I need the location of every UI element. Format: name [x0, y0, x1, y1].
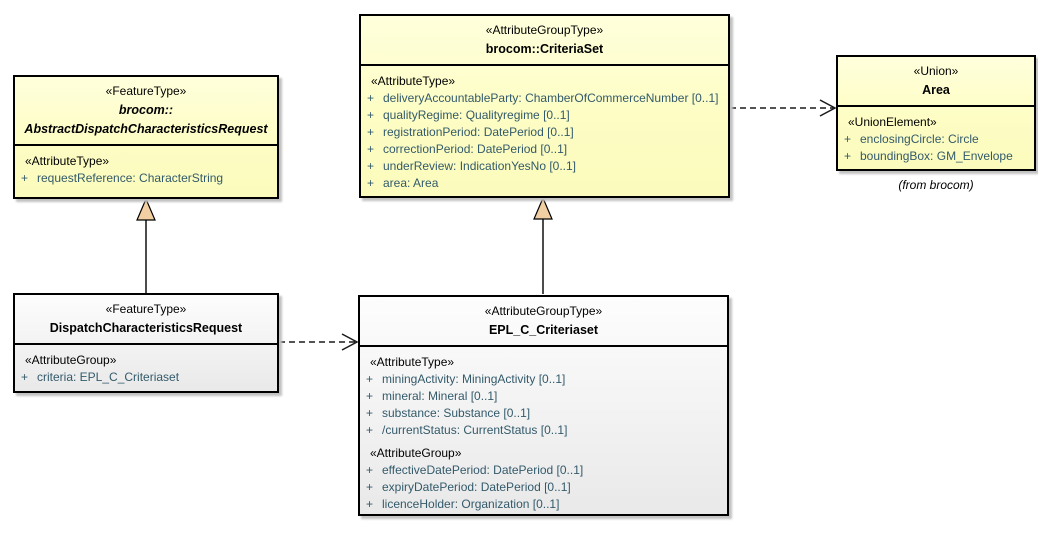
generalization-epl-to-criteriaset[interactable]: [529, 196, 557, 295]
class-stereotype: «FeatureType»: [105, 302, 187, 316]
attribute-row: + effectiveDatePeriod: DatePeriod [0..1]: [360, 462, 727, 479]
class-name: Area: [922, 83, 950, 97]
class-package-prefix: brocom::: [118, 103, 174, 117]
attribute-text: /currentStatus: CurrentStatus [0..1]: [382, 423, 568, 437]
attribute-text: mineral: Mineral [0..1]: [382, 389, 498, 403]
attribute-row: + requestReference: CharacterString: [15, 170, 277, 187]
compartment-stereotype: «AttributeGroup»: [370, 446, 462, 460]
class-name: DispatchCharacteristicsRequest: [49, 321, 243, 335]
class-stereotype: «AttributeGroupType»: [485, 23, 604, 37]
attribute-row: + underReview: IndicationYesNo [0..1]: [361, 158, 728, 175]
visibility-marker: +: [367, 159, 375, 173]
attribute-row: + expiryDatePeriod: DatePeriod [0..1]: [360, 479, 727, 496]
attribute-row: + miningActivity: MiningActivity [0..1]: [360, 371, 727, 388]
class-header: «AttributeGroupType» EPL_C_Criteriaset: [360, 297, 727, 347]
attribute-text: underReview: IndicationYesNo [0..1]: [383, 159, 577, 173]
attribute-text: miningActivity: MiningActivity [0..1]: [382, 372, 566, 386]
attribute-text: enclosingCircle: Circle: [860, 132, 979, 146]
class-name: EPL_C_Criteriaset: [488, 323, 599, 337]
attribute-row: + substance: Substance [0..1]: [360, 405, 727, 422]
visibility-marker: +: [367, 176, 375, 190]
visibility-marker: +: [844, 149, 852, 163]
compartment-stereotype: «AttributeType»: [371, 74, 456, 88]
compartment-stereotype: «AttributeType»: [370, 355, 455, 369]
class-area-union[interactable]: «Union» Area «UnionElement» + enclosingC…: [836, 55, 1036, 171]
generalization-dispatch-to-abstract[interactable]: [132, 197, 160, 294]
attribute-text: substance: Substance [0..1]: [382, 406, 531, 420]
dependency-dispatch-to-epl[interactable]: [279, 330, 359, 354]
visibility-marker: +: [366, 372, 374, 386]
hollow-triangle-arrowhead: [533, 196, 553, 220]
hollow-triangle-arrowhead: [136, 197, 156, 221]
attribute-text: expiryDatePeriod: DatePeriod [0..1]: [382, 480, 571, 494]
attribute-text: licenceHolder: Organization [0..1]: [382, 497, 560, 511]
attribute-text: criteria: EPL_C_Criteriaset: [37, 370, 180, 384]
attributes-compartment: «UnionElement» + enclosingCircle: Circle…: [838, 107, 1034, 169]
attribute-text: deliveryAccountableParty: ChamberOfComme…: [383, 91, 719, 105]
attribute-row: + registrationPeriod: DatePeriod [0..1]: [361, 124, 728, 141]
attribute-row: + qualityRegime: Qualityregime [0..1]: [361, 107, 728, 124]
attributes-compartment: «AttributeType» + requestReference: Char…: [15, 146, 277, 197]
attribute-text: registrationPeriod: DatePeriod [0..1]: [383, 125, 574, 139]
visibility-marker: +: [366, 406, 374, 420]
class-stereotype: «Union»: [913, 64, 959, 78]
attributes-compartment: «AttributeGroup» + criteria: EPL_C_Crite…: [15, 345, 277, 391]
visibility-marker: +: [366, 480, 374, 494]
attributes-compartment: «AttributeType» + deliveryAccountablePar…: [361, 66, 728, 196]
attribute-row: + boundingBox: GM_Envelope: [838, 148, 1034, 165]
class-header: «FeatureType» brocom:: AbstractDispatchC…: [15, 77, 277, 146]
class-name: brocom::CriteriaSet: [485, 42, 604, 56]
attribute-row: + enclosingCircle: Circle: [838, 131, 1034, 148]
visibility-marker: +: [844, 132, 852, 146]
from-package-note: (from brocom): [898, 178, 974, 192]
class-stereotype: «FeatureType»: [105, 84, 187, 98]
visibility-marker: +: [366, 389, 374, 403]
class-dispatch-characteristics-request[interactable]: «FeatureType» DispatchCharacteristicsReq…: [13, 293, 279, 393]
class-abstract-dispatch-characteristics-request[interactable]: «FeatureType» brocom:: AbstractDispatchC…: [13, 75, 279, 199]
visibility-marker: +: [366, 497, 374, 511]
attribute-text: effectiveDatePeriod: DatePeriod [0..1]: [382, 463, 584, 477]
visibility-marker: +: [367, 91, 375, 105]
attribute-row: + licenceHolder: Organization [0..1]: [360, 496, 727, 513]
class-header: «Union» Area: [838, 57, 1034, 107]
dependency-criteriaset-to-area[interactable]: [730, 96, 837, 120]
attribute-row: + area: Area: [361, 175, 728, 192]
visibility-marker: +: [367, 142, 375, 156]
compartment-stereotype: «UnionElement»: [848, 115, 937, 129]
attribute-row: + correctionPeriod: DatePeriod [0..1]: [361, 141, 728, 158]
class-stereotype: «AttributeGroupType»: [484, 304, 603, 318]
class-criteriaset[interactable]: «AttributeGroupType» brocom::CriteriaSet…: [359, 14, 730, 198]
compartment-stereotype: «AttributeType»: [25, 154, 110, 168]
class-name: AbstractDispatchCharacteristicsRequest: [24, 122, 268, 136]
visibility-marker: +: [367, 125, 375, 139]
open-arrowhead: [819, 99, 837, 117]
attribute-row: + /currentStatus: CurrentStatus [0..1]: [360, 422, 727, 439]
visibility-marker: +: [21, 370, 29, 384]
attribute-text: area: Area: [383, 176, 439, 190]
visibility-marker: +: [21, 171, 29, 185]
attributes-compartment: «AttributeType» + miningActivity: Mining…: [360, 347, 727, 514]
visibility-marker: +: [367, 108, 375, 122]
open-arrowhead: [341, 333, 359, 351]
class-header: «FeatureType» DispatchCharacteristicsReq…: [15, 295, 277, 345]
attribute-row: + mineral: Mineral [0..1]: [360, 388, 727, 405]
class-header: «AttributeGroupType» brocom::CriteriaSet: [361, 16, 728, 66]
attribute-row: + deliveryAccountableParty: ChamberOfCom…: [361, 90, 728, 107]
attribute-text: requestReference: CharacterString: [37, 171, 224, 185]
visibility-marker: +: [366, 423, 374, 437]
attribute-text: boundingBox: GM_Envelope: [860, 149, 1013, 163]
attribute-text: correctionPeriod: DatePeriod [0..1]: [383, 142, 568, 156]
attribute-text: qualityRegime: Qualityregime [0..1]: [383, 108, 570, 122]
class-epl-c-criteriaset[interactable]: «AttributeGroupType» EPL_C_Criteriaset «…: [358, 295, 729, 516]
attribute-row: + criteria: EPL_C_Criteriaset: [15, 369, 277, 386]
visibility-marker: +: [366, 463, 374, 477]
compartment-stereotype: «AttributeGroup»: [25, 353, 117, 367]
